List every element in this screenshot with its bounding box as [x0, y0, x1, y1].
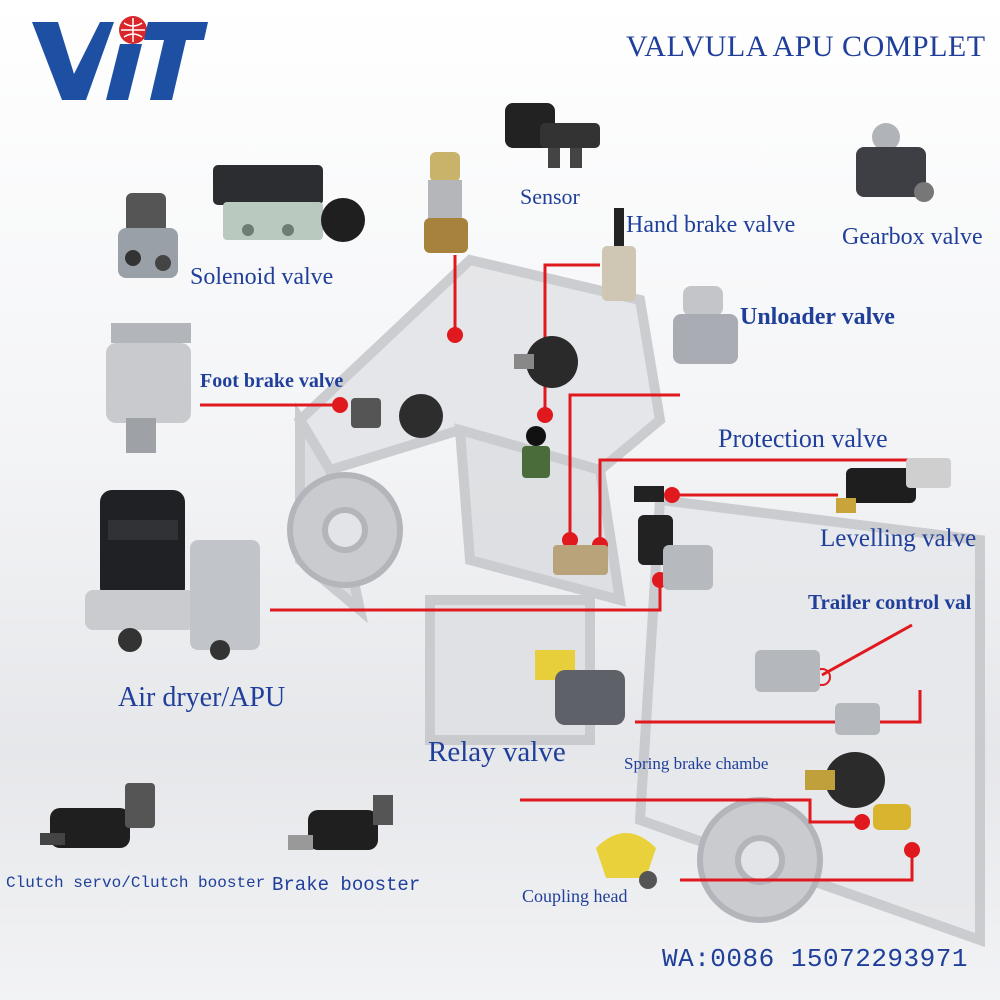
label-relay-valve: Relay valve: [428, 736, 566, 768]
chamber-mid-icon: [514, 336, 578, 388]
solenoid-small-valve-icon: [118, 193, 178, 278]
connection-dots: [332, 327, 920, 858]
protection-small-icon: [553, 545, 608, 575]
brake-booster-icon: [288, 795, 393, 850]
connection-lines: [200, 255, 922, 882]
label-brake-booster: Brake booster: [272, 874, 421, 896]
label-unloader-valve: Unloader valve: [740, 304, 895, 330]
clutch-servo-icon: [40, 783, 155, 848]
label-trailer-control-valve: Trailer control val: [808, 590, 972, 614]
air-dryer-apu-icon: [85, 490, 260, 660]
label-gearbox-valve: Gearbox valve: [842, 224, 983, 250]
trailer-control-valve-icon: [755, 650, 820, 692]
label-solenoid-valve: Solenoid valve: [190, 264, 334, 290]
coupling-small-icon: [873, 804, 911, 830]
page-title: VALVULA APU COMPLET: [626, 30, 986, 63]
label-air-dryer-apu: Air dryer/APU: [118, 682, 286, 713]
vit-logo: [28, 14, 210, 106]
sensor-icon: [505, 103, 600, 168]
hand-brake-valve-icon: [602, 208, 636, 301]
unloader-valve-icon: [673, 286, 738, 364]
label-protection-valve: Protection valve: [718, 424, 888, 453]
label-levelling-valve: Levelling valve: [820, 525, 977, 552]
valve-cylinder-icon: [424, 152, 468, 253]
foot-brake-valve-icon: [106, 323, 191, 453]
vit-logo-graphic: [32, 16, 208, 100]
apu-small-icon: [638, 515, 713, 590]
chamber-small-icon: [351, 394, 443, 438]
label-foot-brake-valve: Foot brake valve: [200, 370, 344, 392]
truck-wheels: [287, 472, 823, 923]
label-coupling-head: Coupling head: [522, 886, 628, 906]
hand-brake-small-icon: [522, 426, 550, 478]
valve-small-right-icon: [835, 703, 880, 735]
levelling-small-icon: [634, 486, 664, 502]
gearbox-valve-icon: [856, 123, 934, 202]
levelling-valve-icon: [836, 458, 951, 513]
relay-valve-icon: [535, 650, 625, 725]
solenoid-valve-icon: [213, 165, 365, 242]
coupling-head-icon: [596, 833, 657, 889]
label-clutch-servo: Clutch servo/Clutch booster: [6, 874, 266, 892]
label-hand-brake-valve: Hand brake valve: [626, 212, 796, 238]
label-sensor: Sensor: [520, 184, 580, 209]
label-spring-brake-chamber: Spring brake chambe: [624, 754, 769, 773]
spring-brake-chamber-icon: [805, 752, 885, 808]
contact-whatsapp: WA:0086 15072293971: [662, 944, 968, 974]
